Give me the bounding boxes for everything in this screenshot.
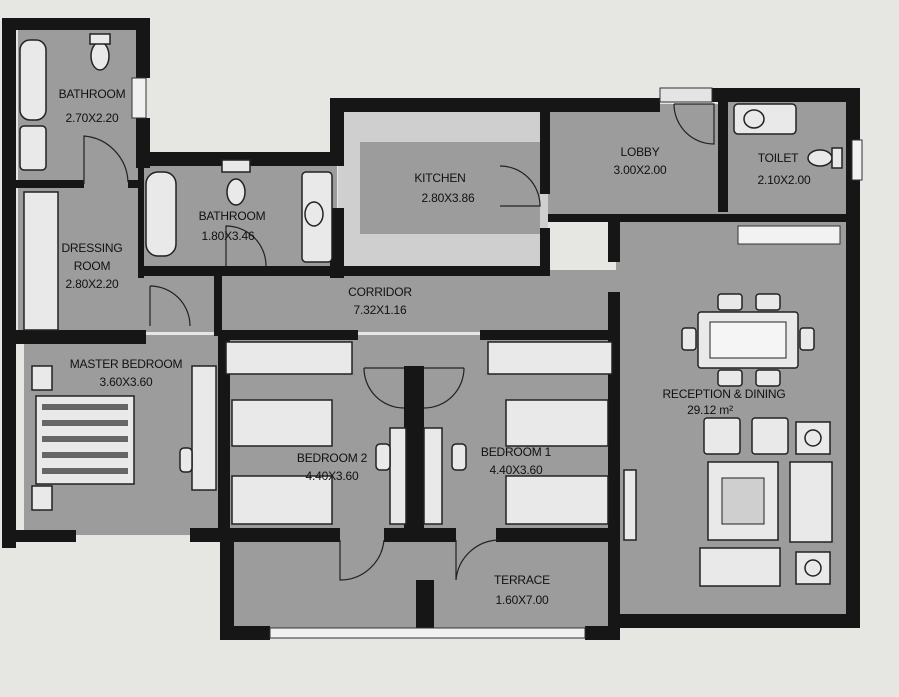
bathroom-2-name: BATHROOM bbox=[199, 209, 266, 223]
master-bedroom-name: MASTER BEDROOM bbox=[70, 357, 183, 371]
corridor-dims: 7.32X1.16 bbox=[354, 303, 407, 317]
kitchen-dims: 2.80X3.86 bbox=[422, 191, 475, 205]
lobby-name: LOBBY bbox=[620, 145, 659, 159]
terrace-dims: 1.60X7.00 bbox=[496, 593, 549, 607]
windows bbox=[131, 77, 863, 639]
kitchen-name: KITCHEN bbox=[414, 171, 465, 185]
dressing-room-name: DRESSING bbox=[61, 241, 122, 255]
master-bedroom-dims: 3.60X3.60 bbox=[100, 375, 153, 389]
bedroom-1-dims: 4.40X3.60 bbox=[490, 463, 543, 477]
dressing-room-name-2: ROOM bbox=[74, 259, 111, 273]
reception-area: 29.12 m² bbox=[687, 403, 733, 417]
toilet-name: TOILET bbox=[758, 151, 799, 165]
room-labels: BATHROOM 2.70X2.20 BATHROOM 1.80X3.46 DR… bbox=[59, 87, 812, 607]
corridor-name: CORRIDOR bbox=[348, 285, 412, 299]
terrace-name: TERRACE bbox=[494, 573, 550, 587]
toilet-dims: 2.10X2.00 bbox=[758, 173, 811, 187]
walls bbox=[2, 18, 860, 640]
bathroom-2-dims: 1.80X3.46 bbox=[202, 229, 255, 243]
dressing-room-dims: 2.80X2.20 bbox=[66, 277, 119, 291]
reception-name: RECEPTION & DINING bbox=[662, 387, 785, 401]
lobby-dims: 3.00X2.00 bbox=[614, 163, 667, 177]
bathroom-1-dims: 2.70X2.20 bbox=[66, 111, 119, 125]
doors bbox=[83, 103, 715, 581]
bedroom-1-name: BEDROOM 1 bbox=[481, 445, 552, 459]
bedroom-2-name: BEDROOM 2 bbox=[297, 451, 368, 465]
bedroom-2-dims: 4.40X3.60 bbox=[306, 469, 359, 483]
bathroom-1-name: BATHROOM bbox=[59, 87, 126, 101]
furniture bbox=[19, 33, 843, 587]
